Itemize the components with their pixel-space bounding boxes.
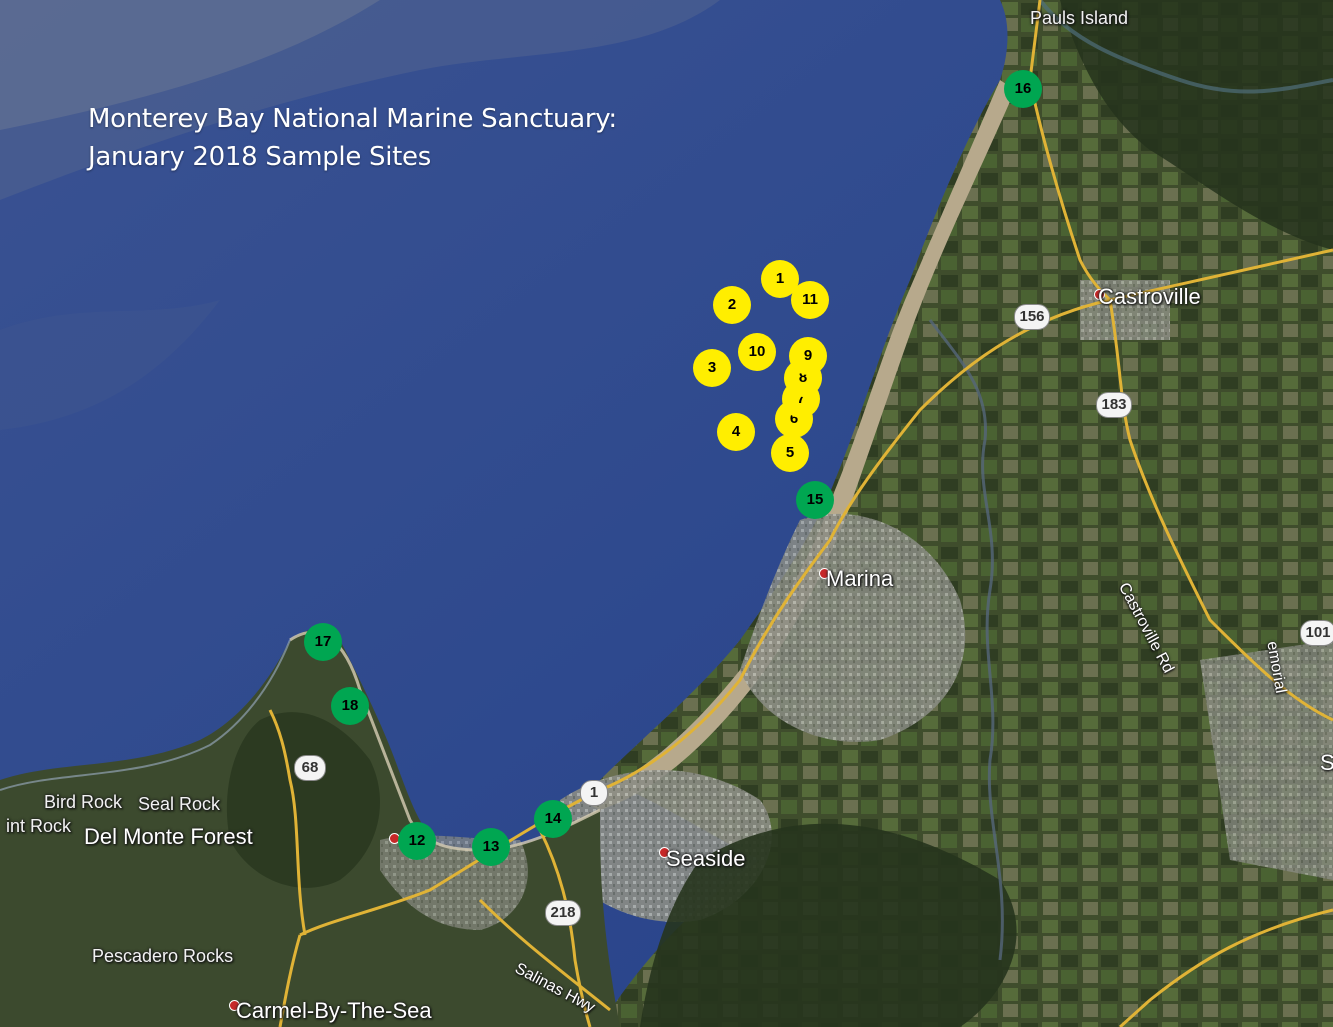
sample-site-12-marker[interactable]: 12 bbox=[398, 822, 436, 860]
sample-site-3-marker[interactable]: 3 bbox=[693, 349, 731, 387]
highway-101-shield-icon: 101 bbox=[1300, 620, 1333, 646]
place-label-seaside: Seaside bbox=[666, 846, 746, 871]
place-label-del-monte-forest: Del Monte Forest bbox=[84, 824, 253, 849]
map-title-line2: January 2018 Sample Sites bbox=[88, 142, 431, 172]
sample-site-14-marker[interactable]: 14 bbox=[534, 800, 572, 838]
sample-site-9-marker[interactable]: 9 bbox=[789, 337, 827, 375]
highway-1-shield-icon: 1 bbox=[580, 780, 608, 806]
highway-218-shield-icon: 218 bbox=[545, 900, 581, 926]
place-label-pauls-island: Pauls Island bbox=[1030, 8, 1129, 28]
castroville-pin-icon bbox=[1094, 289, 1105, 300]
sample-site-15-marker[interactable]: 15 bbox=[796, 481, 834, 519]
sample-site-4-marker[interactable]: 4 bbox=[717, 413, 755, 451]
place-label-castroville: Castroville bbox=[1098, 284, 1201, 309]
sample-site-17-marker[interactable]: 17 bbox=[304, 623, 342, 661]
sample-site-5-marker[interactable]: 5 bbox=[771, 434, 809, 472]
sample-site-11-marker[interactable]: 11 bbox=[791, 281, 829, 319]
place-label-bird-rock: Bird Rock bbox=[44, 792, 123, 812]
place-label-pescadero-rocks: Pescadero Rocks bbox=[92, 946, 234, 966]
marina-pin-icon bbox=[819, 568, 830, 579]
sample-site-13-marker[interactable]: 13 bbox=[472, 828, 510, 866]
map-title-line1: Monterey Bay National Marine Sanctuary: bbox=[88, 104, 617, 134]
highway-183-shield-icon: 183 bbox=[1096, 392, 1132, 418]
place-label-seal-rock: Seal Rock bbox=[138, 794, 221, 814]
sample-site-18-marker[interactable]: 18 bbox=[331, 687, 369, 725]
sample-site-16-marker[interactable]: 16 bbox=[1004, 70, 1042, 108]
place-label-edge-s: S bbox=[1320, 750, 1333, 775]
place-label-point-rock: int Rock bbox=[6, 816, 72, 836]
sample-site-2-marker[interactable]: 2 bbox=[713, 286, 751, 324]
map-title: Monterey Bay National Marine Sanctuary: … bbox=[88, 100, 617, 176]
sample-site-10-marker[interactable]: 10 bbox=[738, 333, 776, 371]
highway-156-shield-icon: 156 bbox=[1014, 304, 1050, 330]
place-label-marina: Marina bbox=[826, 566, 894, 591]
seaside-pin-icon bbox=[659, 847, 670, 858]
carmel-pin-icon bbox=[229, 1000, 240, 1011]
highway-68-shield-icon: 68 bbox=[294, 755, 326, 781]
place-label-carmel: Carmel-By-The-Sea bbox=[236, 998, 432, 1023]
